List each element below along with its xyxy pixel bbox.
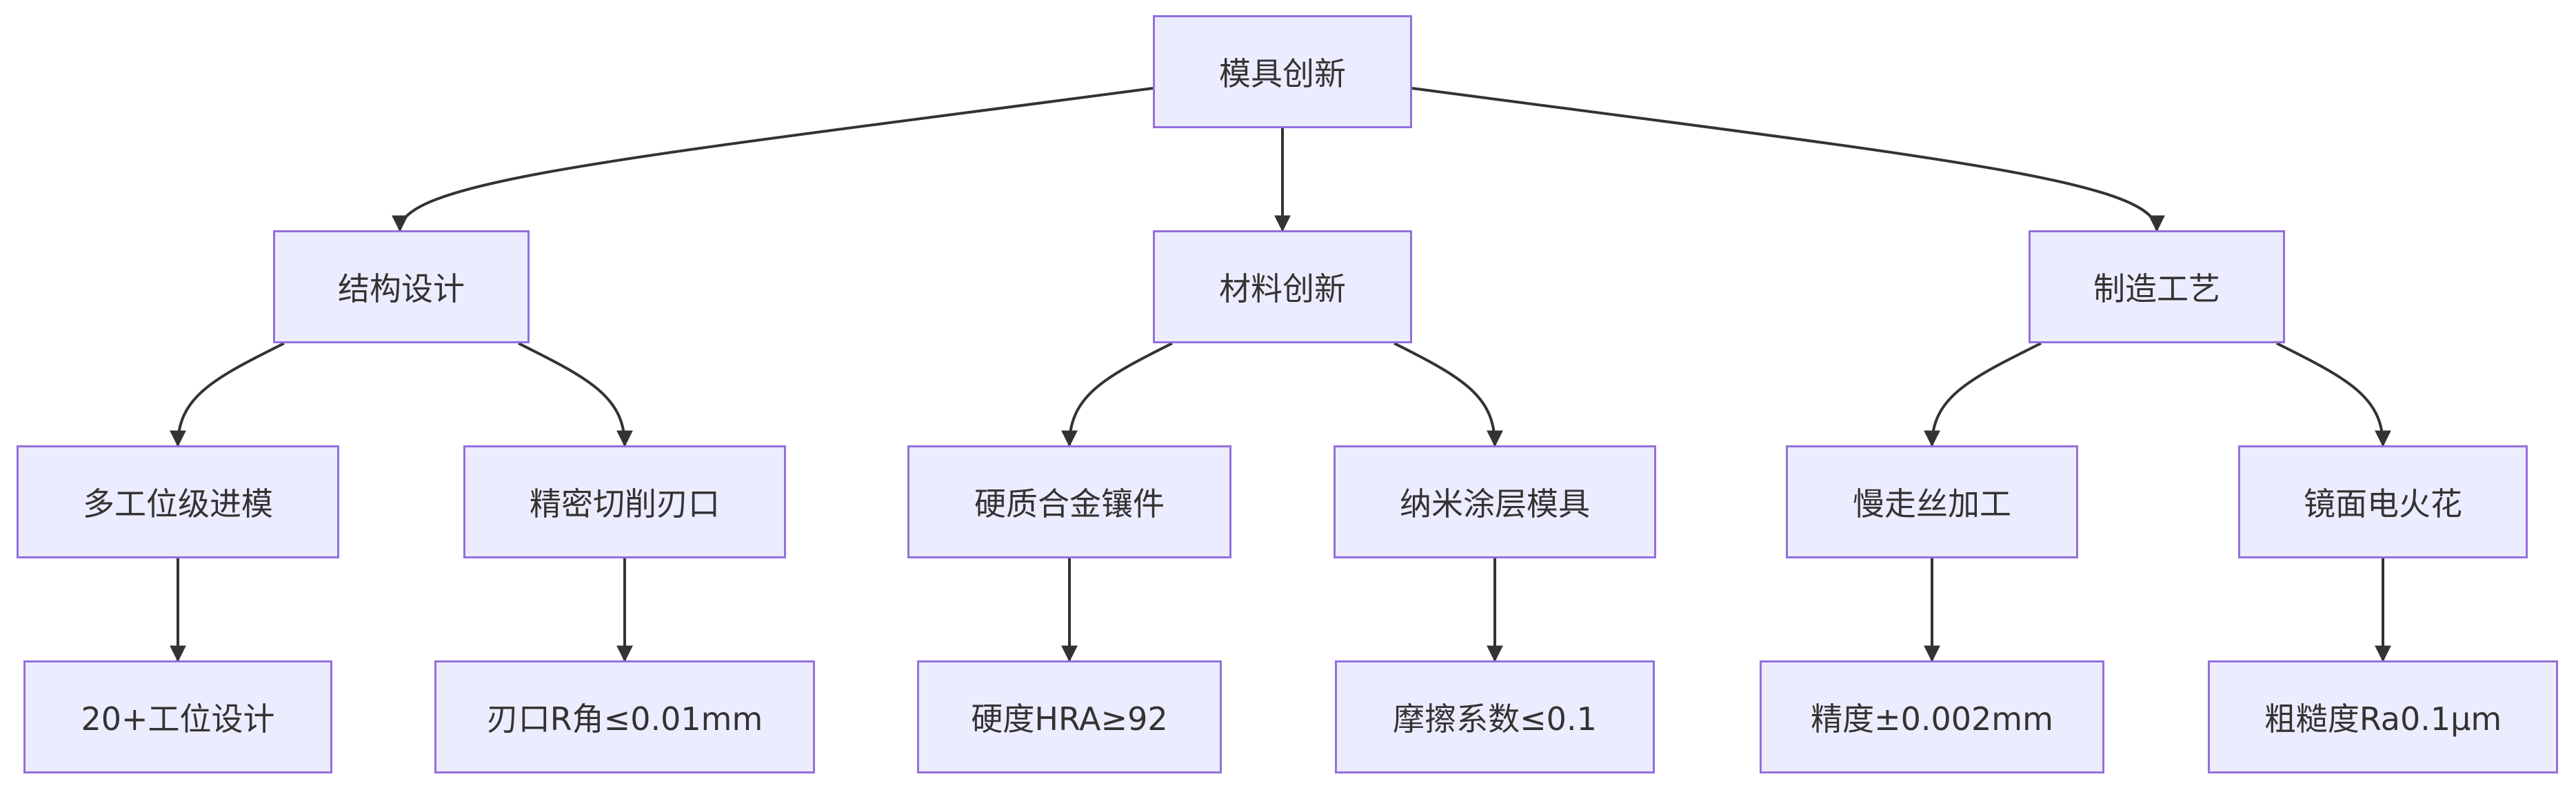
node-station-design[interactable]: 20+工位设计 [23, 660, 332, 773]
node-mirror-edm[interactable]: 镜面电火花 [2238, 445, 2528, 558]
edge-material-hard-alloy [1061, 342, 1173, 447]
edge-structure-multi-station [170, 342, 285, 447]
edge-structure-precision-edge [518, 342, 633, 447]
node-accuracy[interactable]: 精度±0.002mm [1760, 660, 2104, 773]
edge-root-structure [392, 87, 1154, 232]
edge-process-slow-wire [1924, 342, 2042, 447]
edge-process-mirror-edm [2276, 342, 2391, 447]
node-precision-cutting-edge[interactable]: 精密切削刃口 [463, 445, 786, 558]
node-root[interactable]: 模具创新 [1153, 15, 1412, 128]
node-slow-wire-machining[interactable]: 慢走丝加工 [1786, 445, 2078, 558]
node-hardness[interactable]: 硬度HRA≥92 [917, 660, 1222, 773]
node-friction-coefficient[interactable]: 摩擦系数≤0.1 [1335, 660, 1655, 773]
node-material-innovation[interactable]: 材料创新 [1153, 230, 1412, 343]
node-structure-design[interactable]: 结构设计 [273, 230, 530, 343]
node-roughness[interactable]: 粗糙度Ra0.1μm [2208, 660, 2558, 773]
node-multi-station-die[interactable]: 多工位级进模 [17, 445, 339, 558]
edge-root-process [1411, 87, 2165, 232]
node-edge-radius[interactable]: 刃口R角≤0.01mm [434, 660, 815, 773]
node-nano-coating-die[interactable]: 纳米涂层模具 [1334, 445, 1656, 558]
node-hard-alloy-insert[interactable]: 硬质合金镶件 [907, 445, 1231, 558]
edge-material-nano-coating [1393, 342, 1503, 447]
node-manufacturing-process[interactable]: 制造工艺 [2029, 230, 2285, 343]
